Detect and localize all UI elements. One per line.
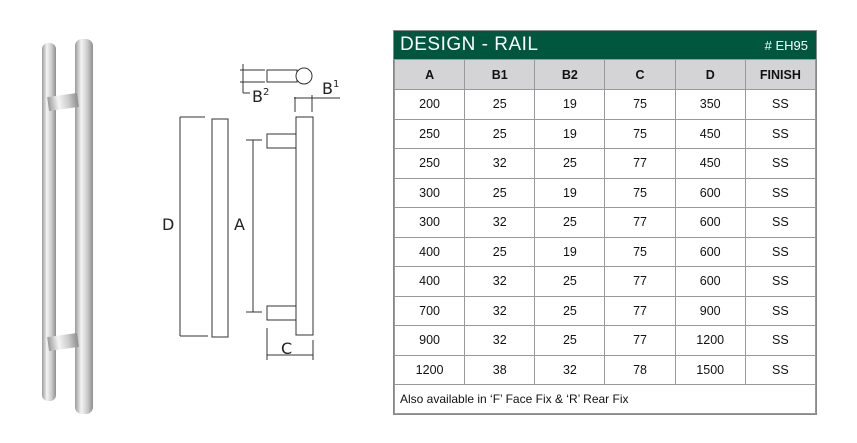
table-cell: 300 [393, 207, 466, 238]
dimension-drawing: D A C B1 B2 [162, 64, 340, 360]
column-header: B2 [534, 59, 606, 90]
table-cell: 75 [604, 118, 676, 149]
table-cell: 1200 [674, 325, 746, 356]
column-header: A [393, 59, 466, 90]
column-header: D [674, 59, 746, 90]
table-cell: 300 [393, 177, 466, 208]
table-cell: SS [744, 177, 817, 208]
table-cell: 250 [393, 118, 466, 149]
table-cell: 19 [534, 177, 606, 208]
table-cell: 600 [674, 207, 746, 238]
product-photo [42, 39, 93, 414]
table-cell: 1200 [393, 354, 466, 385]
spec-header: DESIGN - RAIL # EH95 [394, 31, 816, 59]
table-cell: 75 [604, 236, 676, 267]
column-header: FINISH [744, 59, 817, 90]
top-view: B2 [240, 64, 313, 106]
table-cell: 78 [604, 354, 676, 385]
table-cell: SS [744, 207, 817, 238]
table-cell: 77 [604, 266, 676, 297]
table-cell: SS [744, 354, 817, 385]
table-cell: 1500 [674, 354, 746, 385]
column-header: C [604, 59, 676, 90]
front-view: A C B1 [234, 79, 340, 360]
table-cell: 450 [674, 148, 746, 179]
table-cell: 900 [393, 325, 466, 356]
label-b1: B1 [322, 79, 339, 98]
table-cell: 350 [674, 89, 746, 120]
table-cell: SS [744, 236, 817, 267]
table-cell: 77 [604, 325, 676, 356]
table-cell: 200 [393, 89, 466, 120]
spec-title: DESIGN - RAIL [400, 34, 539, 55]
table-cell: 32 [464, 266, 536, 297]
table-cell: 600 [674, 177, 746, 208]
label-c: C [281, 339, 292, 358]
table-cell: 32 [464, 295, 536, 326]
footnote: Also available in ‘F’ Face Fix & ‘R’ Rea… [394, 384, 816, 414]
table-cell: 600 [674, 236, 746, 267]
table-cell: 19 [534, 89, 606, 120]
table-cell: SS [744, 118, 817, 149]
column-header: B1 [464, 59, 536, 90]
table-cell: 32 [464, 207, 536, 238]
label-b2: B2 [252, 87, 269, 106]
table-cell: 19 [534, 118, 606, 149]
table-cell: 75 [604, 89, 676, 120]
table-cell: 38 [464, 354, 536, 385]
table-cell: 25 [534, 148, 606, 179]
table-cell: 77 [604, 295, 676, 326]
table-cell: 32 [464, 148, 536, 179]
table-cell: 250 [393, 148, 466, 179]
table-cell: 77 [604, 207, 676, 238]
table-cell: 32 [464, 325, 536, 356]
table-cell: SS [744, 266, 817, 297]
label-d: D [162, 215, 174, 234]
table-cell: 25 [534, 207, 606, 238]
table-cell: 19 [534, 236, 606, 267]
label-a: A [234, 215, 245, 234]
table-cell: 25 [464, 177, 536, 208]
product-code: # EH95 [764, 37, 808, 53]
table-cell: 75 [604, 177, 676, 208]
table-cell: 25 [464, 236, 536, 267]
table-cell: 25 [534, 325, 606, 356]
table-cell: 400 [393, 236, 466, 267]
table-cell: 700 [393, 295, 466, 326]
table-cell: 400 [393, 266, 466, 297]
table-cell: 25 [464, 89, 536, 120]
table-cell: 25 [534, 295, 606, 326]
table-cell: SS [744, 325, 817, 356]
table-cell: 77 [604, 148, 676, 179]
table-cell: 32 [534, 354, 606, 385]
table-cell: SS [744, 295, 817, 326]
table-cell: SS [744, 148, 817, 179]
table-cell: 25 [534, 266, 606, 297]
table-cell: 25 [464, 118, 536, 149]
side-view: D [162, 116, 229, 338]
table-cell: 450 [674, 118, 746, 149]
table-cell: 900 [674, 295, 746, 326]
table-cell: 600 [674, 266, 746, 297]
table-cell: SS [744, 89, 817, 120]
